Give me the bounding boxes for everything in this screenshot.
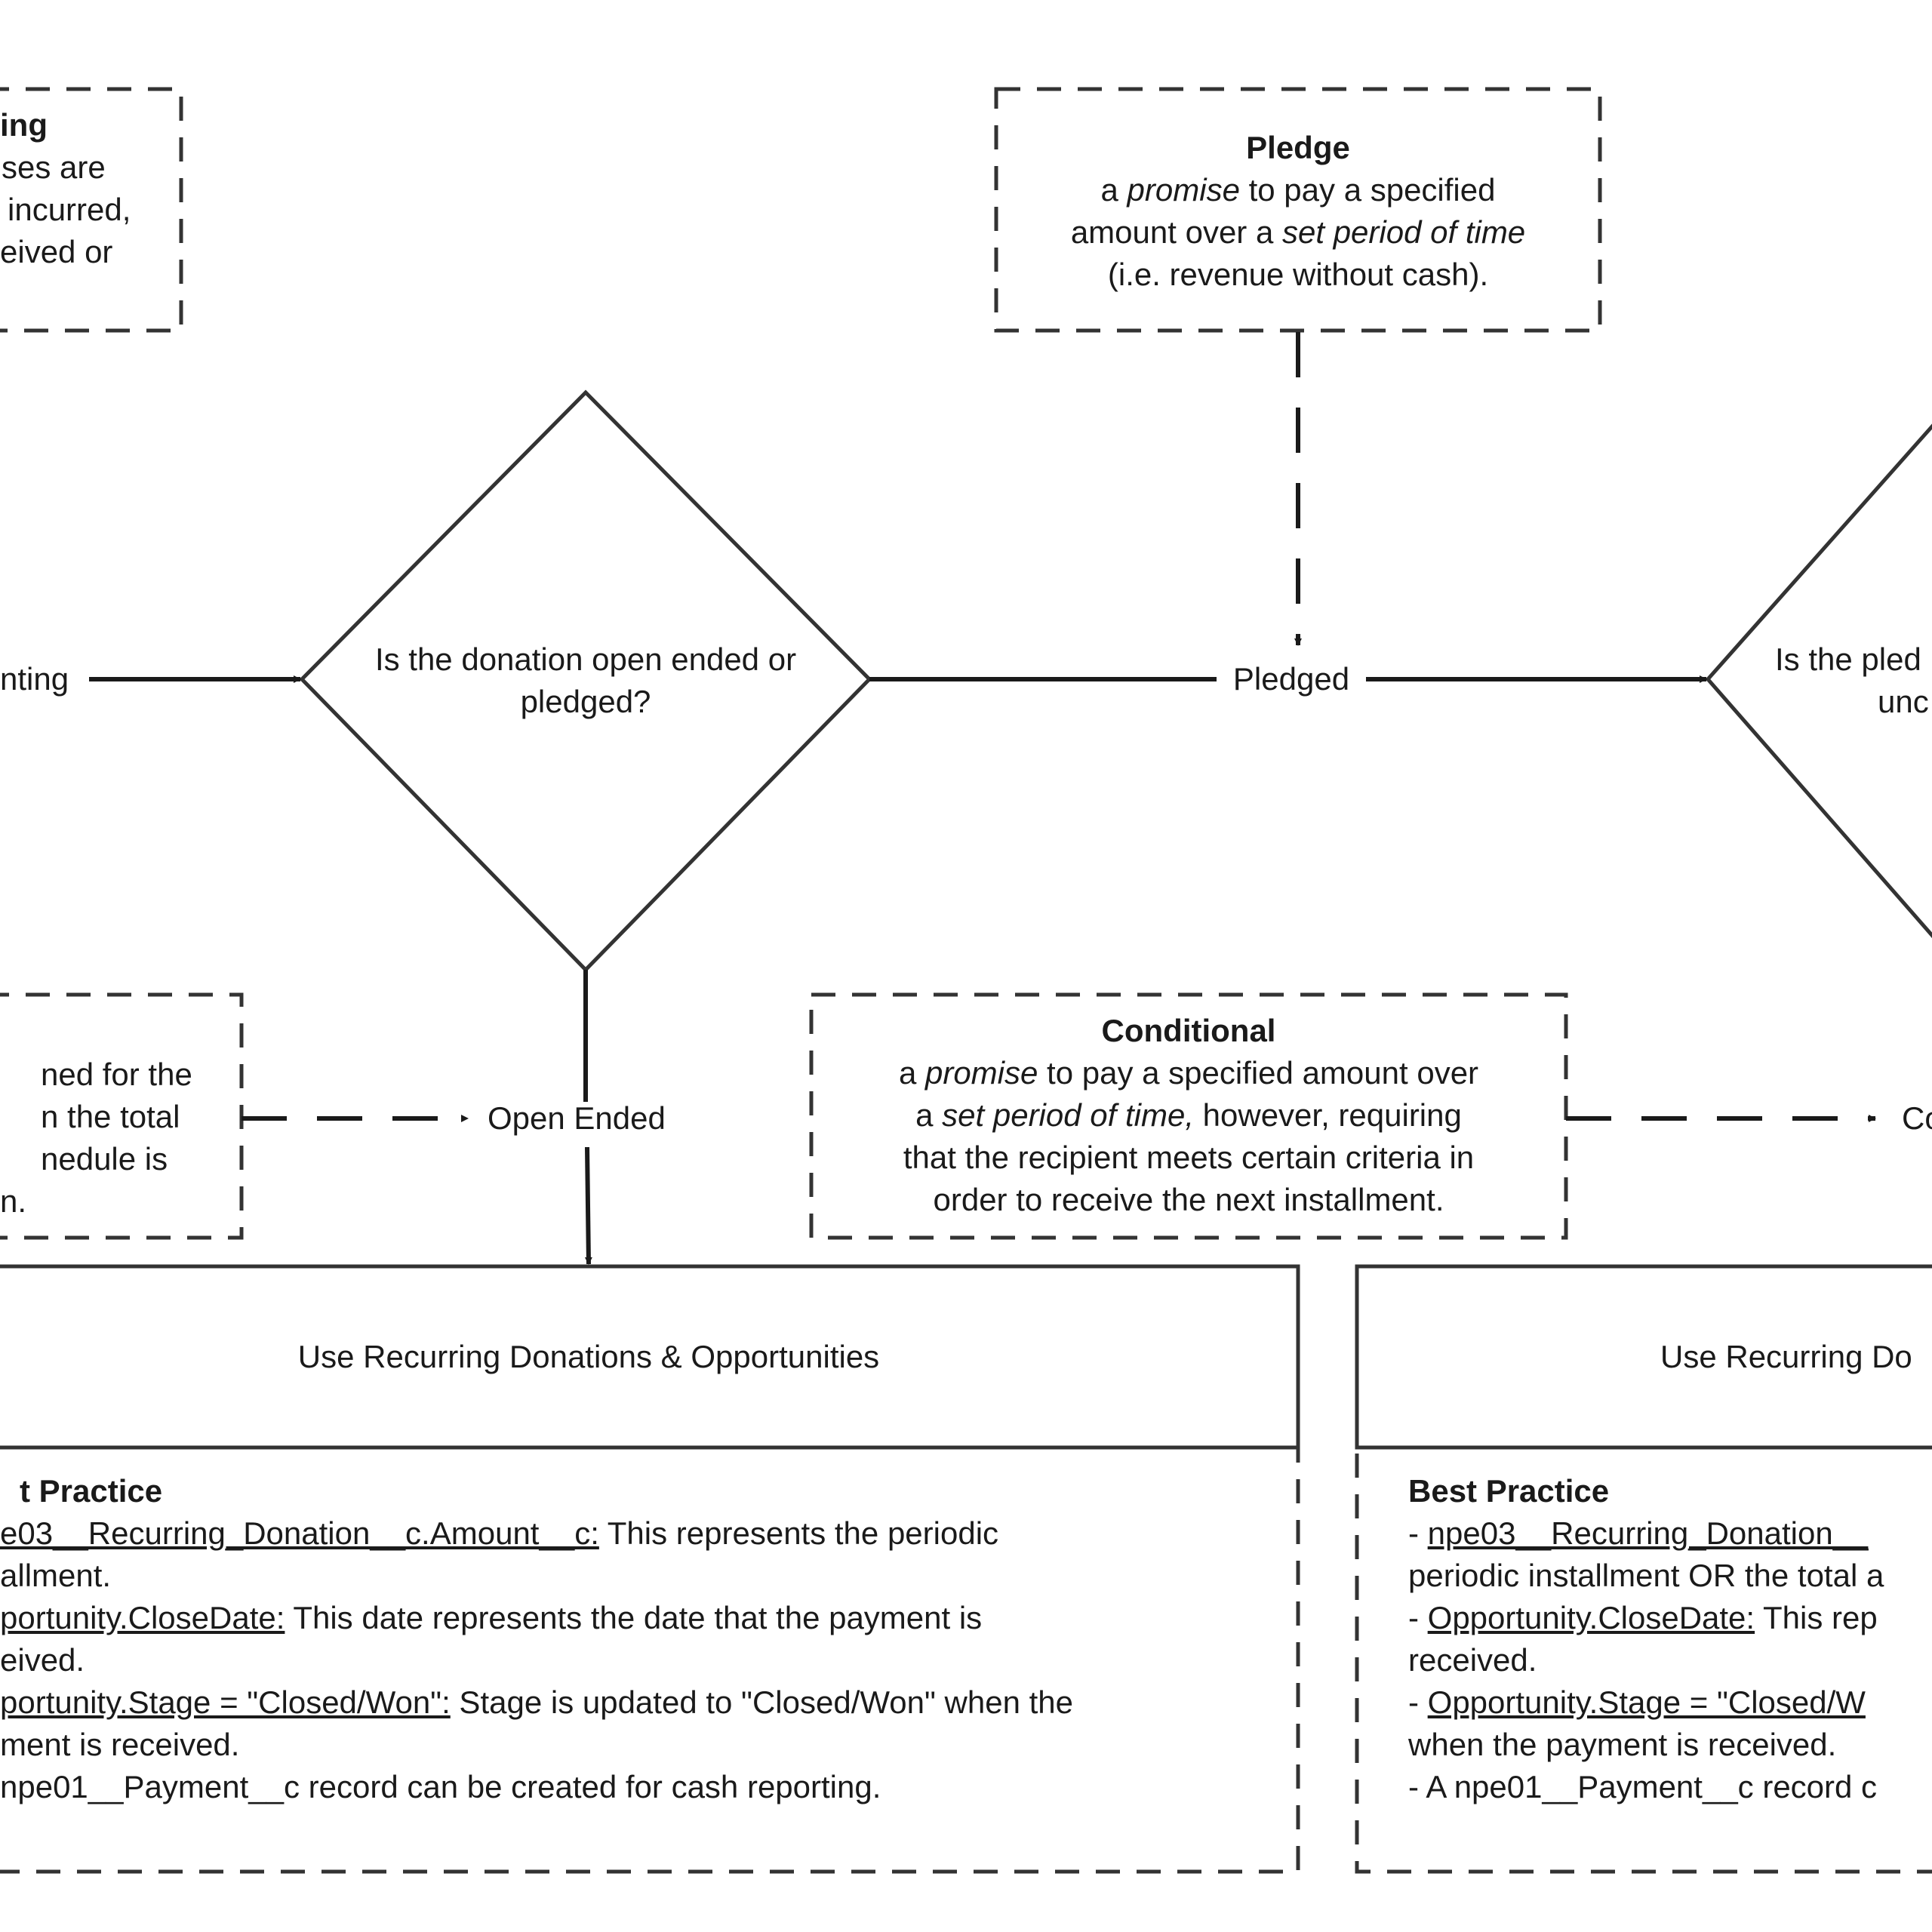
best-practice-right-heading: Best Practice bbox=[1408, 1473, 1610, 1509]
pledge-note: Pledge a promise to pay a specified amou… bbox=[1004, 127, 1592, 296]
open-ended-arrow bbox=[584, 1146, 592, 1265]
pledge-note-line-2: amount over a set period of time bbox=[1070, 214, 1526, 250]
open-ended-note-line: nedule is bbox=[41, 1141, 168, 1177]
action-box-right bbox=[1355, 1264, 1932, 1450]
accrual-note-title: ing bbox=[0, 107, 48, 143]
decision-right-text: Is the pled unc bbox=[1775, 641, 1929, 719]
conditional-note-line-2: a set period of time, however, requiring bbox=[915, 1097, 1462, 1133]
conditional-note-line-1: a promise to pay a specified amount over bbox=[898, 1055, 1479, 1091]
open-ended-label: Open Ended bbox=[488, 1100, 666, 1136]
open-ended-note-line: n. bbox=[0, 1183, 27, 1219]
best-practice-left-item: ment is received. bbox=[0, 1727, 240, 1762]
pledge-note-title: Pledge bbox=[1246, 130, 1350, 165]
best-practice-right-item: periodic installment OR the total a bbox=[1408, 1558, 1884, 1593]
conditional-note: Conditional a promise to pay a specified… bbox=[819, 1010, 1558, 1221]
pledged-label: Pledged bbox=[1232, 661, 1350, 697]
accrual-note-box bbox=[0, 87, 183, 333]
best-practice-left: t Practice e03__Recurring_Donation__c.Am… bbox=[0, 1470, 1073, 1808]
best-practice-right-item: - A npe01__Payment__c record c bbox=[1408, 1769, 1878, 1804]
best-practice-left-item: e03__Recurring_Donation__c.Amount__c: Th… bbox=[0, 1515, 999, 1551]
best-practice-left-item: allment. bbox=[0, 1558, 112, 1593]
best-practice-box-left bbox=[0, 1445, 1300, 1874]
conditional-note-line-4: order to receive the next installment. bbox=[933, 1182, 1444, 1217]
open-ended-note: ned for the n the total nedule is n. bbox=[0, 1054, 192, 1223]
best-practice-left-item: portunity.Stage = "Closed/Won": Stage is… bbox=[0, 1684, 1073, 1720]
best-practice-right-item: - Opportunity.Stage = "Closed/W bbox=[1408, 1684, 1866, 1720]
accrual-note: ing ses are incurred, eived or bbox=[0, 104, 131, 273]
conditional-branch-label: Co bbox=[1902, 1100, 1932, 1136]
decision-diamond-right bbox=[1705, 423, 1932, 939]
best-practice-left-item: eived. bbox=[0, 1642, 85, 1678]
open-ended-note-line: ned for the bbox=[41, 1057, 192, 1092]
action-right-title: Use Recurring Do bbox=[1660, 1339, 1912, 1374]
accrual-note-body: ses are incurred, eived or bbox=[0, 146, 131, 273]
action-left-title: Use Recurring Donations & Opportunities bbox=[297, 1339, 880, 1374]
pledge-note-box bbox=[994, 87, 1602, 333]
best-practice-box-right bbox=[1355, 1445, 1932, 1874]
best-practice-right: Best Practice - npe03__Recurring_Donatio… bbox=[1408, 1470, 1884, 1808]
conditional-note-line-3: that the recipient meets certain criteri… bbox=[903, 1140, 1475, 1175]
best-practice-left-heading: t Practice bbox=[20, 1473, 163, 1509]
best-practice-right-item: - Opportunity.CloseDate: This rep bbox=[1408, 1600, 1878, 1635]
conditional-note-title: Conditional bbox=[1101, 1013, 1276, 1048]
best-practice-left-item: portunity.CloseDate: This date represent… bbox=[0, 1600, 983, 1635]
open-ended-note-line: n the total bbox=[41, 1099, 180, 1134]
decision-left-text: Is the donation open ended or pledged? bbox=[374, 641, 797, 719]
best-practice-left-item: npe01__Payment__c record can be created … bbox=[0, 1769, 881, 1804]
action-box-left bbox=[0, 1264, 1300, 1450]
accrual-note-line: eived or bbox=[0, 234, 113, 269]
pledge-note-line-1: a promise to pay a specified bbox=[1100, 172, 1496, 208]
best-practice-right-item: - npe03__Recurring_Donation__ bbox=[1408, 1515, 1869, 1551]
accrual-note-line: incurred, bbox=[8, 192, 131, 227]
accrual-note-line: ses are bbox=[2, 149, 106, 185]
best-practice-right-item: when the payment is received. bbox=[1408, 1727, 1837, 1762]
pledge-note-line-3: (i.e. revenue without cash). bbox=[1107, 257, 1489, 292]
best-practice-right-item: received. bbox=[1408, 1642, 1537, 1678]
incoming-label: nting bbox=[0, 661, 69, 697]
